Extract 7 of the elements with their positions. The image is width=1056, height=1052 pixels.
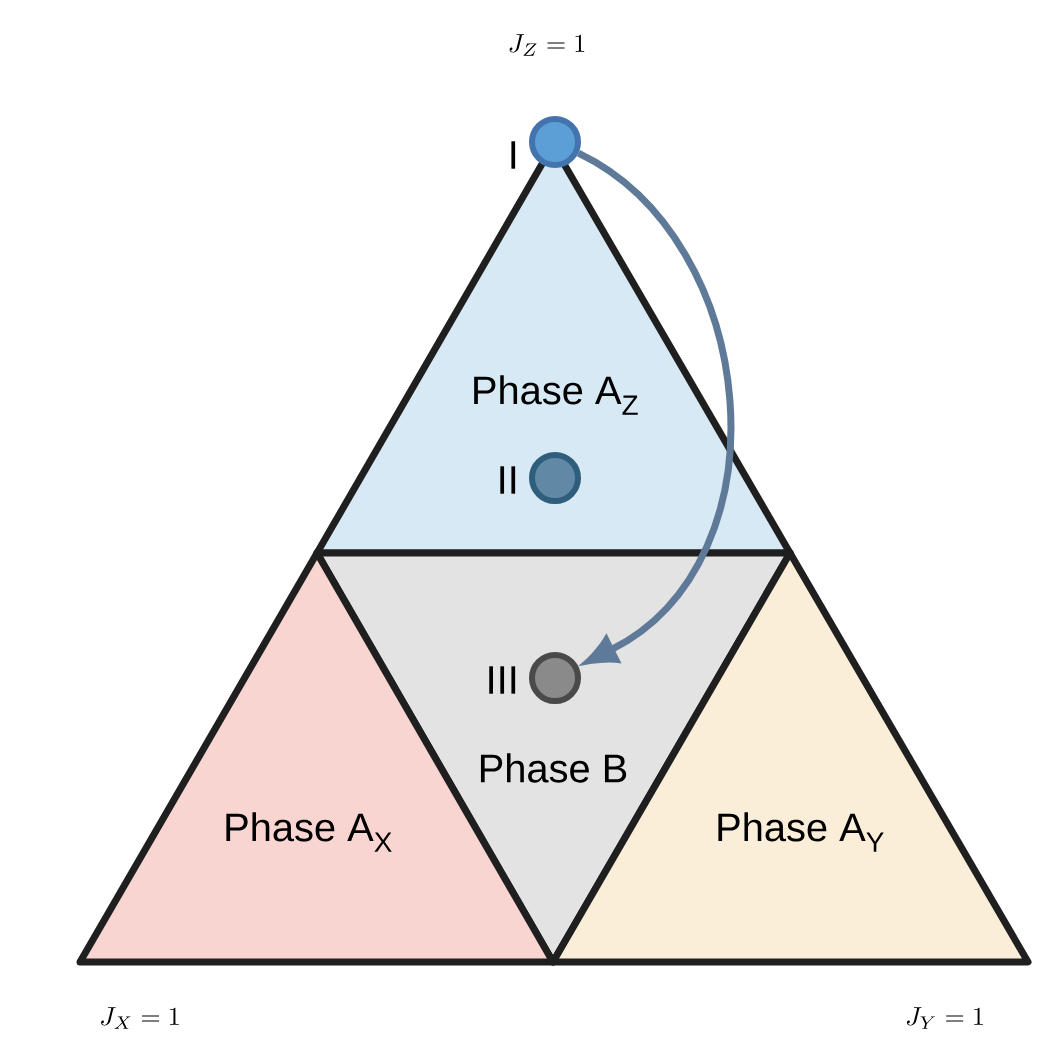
vertex-label: $J_Y = 1$ xyxy=(906,1007,983,1029)
point-label: II xyxy=(500,466,516,494)
point-label: III xyxy=(489,666,516,694)
point-label: I xyxy=(511,141,516,169)
vertex-label: $J_Z = 1$ xyxy=(509,34,585,56)
vertex-label: $J_X = 1$ xyxy=(101,1007,179,1029)
curved-arrow xyxy=(576,150,734,665)
